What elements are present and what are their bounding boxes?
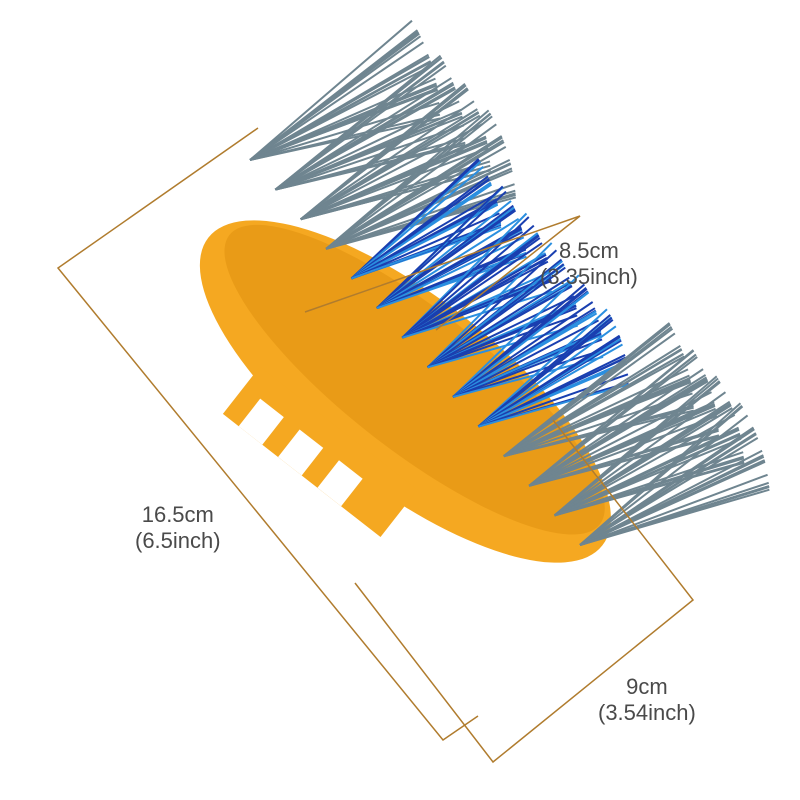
width-label: 9cm (3.54inch): [598, 674, 696, 726]
bristle-tuft: [452, 274, 604, 398]
width-metric: 9cm: [626, 674, 668, 699]
height-metric: 8.5cm: [558, 238, 619, 263]
bristle-tuft: [477, 308, 629, 428]
length-metric: 16.5cm: [141, 502, 214, 527]
height-label: 8.5cm (3.35inch): [540, 238, 638, 290]
dimension-lines: [56, 127, 695, 764]
height-imperial: (3.35inch): [540, 264, 638, 289]
length-imperial: (6.5inch): [135, 528, 221, 553]
bristle-tuft: [579, 402, 770, 546]
brush-body: [199, 220, 611, 563]
width-imperial: (3.54inch): [598, 700, 696, 725]
height-dimension-line: [304, 215, 581, 331]
bristles: [249, 19, 770, 546]
bristle-tuft: [249, 19, 441, 161]
bristle-tuft: [350, 158, 502, 280]
width-dimension-line: [354, 419, 695, 764]
length-label: 16.5cm (6.5inch): [135, 502, 221, 554]
length-dimension-line: [56, 127, 479, 742]
